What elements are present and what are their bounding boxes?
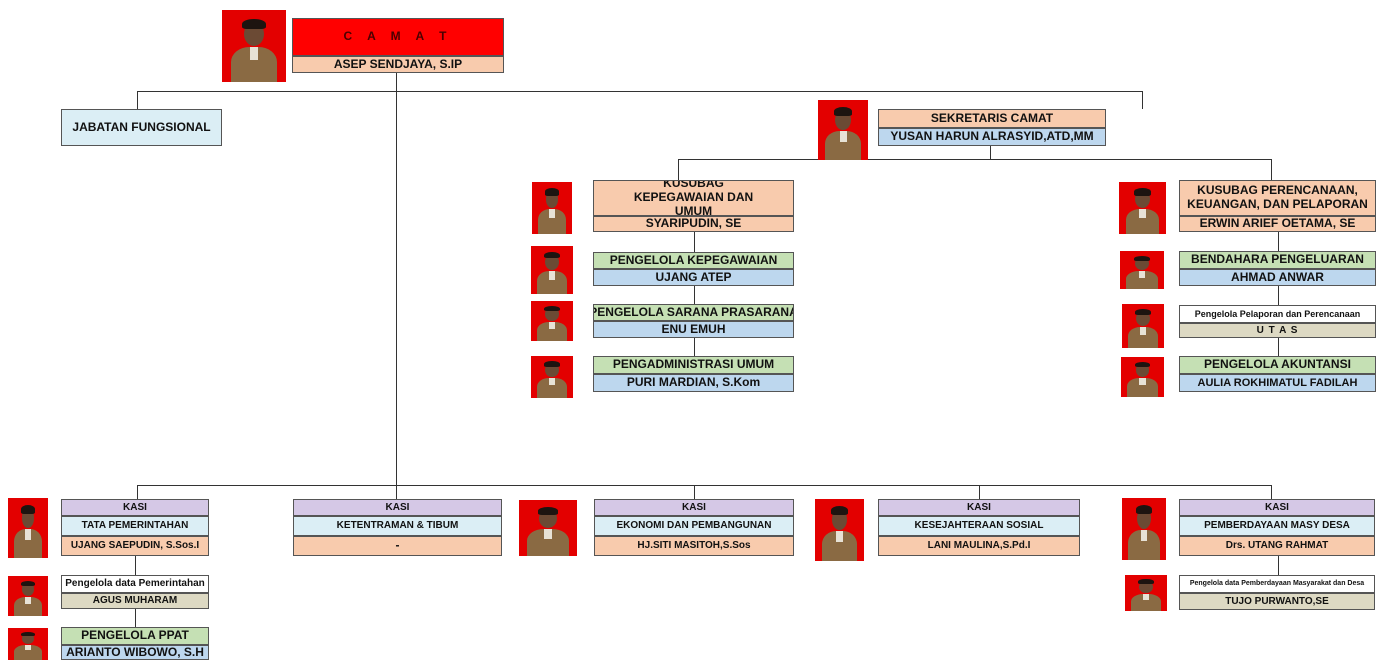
- sekcam-title: SEKRETARIS CAMAT: [878, 109, 1106, 128]
- renc-staff-name: AHMAD ANWAR: [1179, 269, 1376, 286]
- kasi-unit: PEMBERDAYAAN MASY DESA: [1179, 516, 1375, 536]
- kasi-unit: TATA PEMERINTAHAN: [61, 516, 209, 536]
- renc-title: KUSUBAG PERENCANAAN, KEUANGAN, DAN PELAP…: [1179, 180, 1376, 216]
- sekcam-name: YUSAN HARUN ALRASYID,ATD,MM: [878, 128, 1106, 146]
- kepeg-staff-title: PENGELOLA SARANA PRASARANA: [593, 304, 794, 321]
- connector-line: [137, 91, 1143, 92]
- renc-staff-title: PENGELOLA AKUNTANSI: [1179, 356, 1376, 374]
- connector-line: [678, 159, 679, 180]
- staff-photo: [531, 246, 573, 294]
- connector-line: [137, 485, 1272, 486]
- staff-photo: [8, 628, 48, 660]
- kasi-name: Drs. UTANG RAHMAT: [1179, 536, 1375, 556]
- kasi-head: KASI: [878, 499, 1080, 516]
- camat-title: C A M A T: [292, 18, 504, 56]
- renc-staff-title: BENDAHARA PENGELUARAN: [1179, 251, 1376, 269]
- kepeg-staff-title: PENGELOLA KEPEGAWAIAN: [593, 252, 794, 269]
- staff-photo: [531, 301, 573, 341]
- kepeg-photo: [532, 182, 572, 234]
- staff-photo: [8, 576, 48, 616]
- connector-line: [1278, 232, 1279, 251]
- connector-line: [1271, 485, 1272, 499]
- connector-line: [1278, 286, 1279, 305]
- kepeg-staff-name: PURI MARDIAN, S.Kom: [593, 374, 794, 392]
- kasi-photo: [8, 498, 48, 558]
- renc-staff-name: AULIA ROKHIMATUL FADILAH: [1179, 374, 1376, 392]
- pmd-staff-name: TUJO PURWANTO,SE: [1179, 593, 1375, 610]
- kasi-photo: [519, 500, 577, 556]
- pem-staff-name: AGUS MUHARAM: [61, 593, 209, 609]
- connector-line: [137, 485, 138, 499]
- staff-photo: [531, 356, 573, 398]
- kasi-photo: [1122, 498, 1166, 560]
- sekcam-photo: [818, 100, 868, 160]
- staff-photo: [1122, 304, 1164, 348]
- connector-line: [1278, 556, 1279, 575]
- camat-name: ASEP SENDJAYA, S.IP: [292, 56, 504, 73]
- kepeg-name: SYARIPUDIN, SE: [593, 216, 794, 232]
- jabatan-fungsional-box: JABATAN FUNGSIONAL: [61, 109, 222, 146]
- kasi-name: LANI MAULINA,S.Pd.I: [878, 536, 1080, 556]
- connector-line: [396, 485, 397, 499]
- camat-photo: [222, 10, 286, 82]
- connector-line: [137, 91, 138, 109]
- pem-staff-title: PENGELOLA PPAT: [61, 627, 209, 645]
- connector-line: [979, 485, 980, 499]
- kasi-name: UJANG SAEPUDIN, S.Sos.I: [61, 536, 209, 556]
- kepeg-staff-name: ENU EMUH: [593, 321, 794, 338]
- kepeg-staff-name: UJANG ATEP: [593, 269, 794, 286]
- renc-staff-name: U T A S: [1179, 323, 1376, 338]
- kasi-head: KASI: [1179, 499, 1375, 516]
- kasi-name: HJ.SITI MASITOH,S.Sos: [594, 536, 794, 556]
- connector-line: [1271, 159, 1272, 180]
- kasi-head: KASI: [61, 499, 209, 516]
- connector-line: [694, 485, 695, 499]
- connector-line: [1142, 91, 1143, 109]
- connector-line: [694, 338, 695, 356]
- staff-photo: [1120, 251, 1164, 289]
- connector-line: [135, 609, 136, 627]
- kasi-head: KASI: [594, 499, 794, 516]
- connector-line: [694, 286, 695, 304]
- connector-line: [396, 73, 397, 485]
- connector-line: [990, 146, 991, 159]
- connector-line: [135, 556, 136, 575]
- kepeg-title: KUSUBAG KEPEGAWAIAN DAN UMUM: [593, 180, 794, 216]
- kepeg-staff-title: PENGADMINISTRASI UMUM: [593, 356, 794, 374]
- connector-line: [1278, 338, 1279, 356]
- kasi-head: KASI: [293, 499, 502, 516]
- pem-staff-title: Pengelola data Pemerintahan: [61, 575, 209, 593]
- renc-photo: [1119, 182, 1166, 234]
- renc-name: ERWIN ARIEF OETAMA, SE: [1179, 216, 1376, 232]
- kasi-photo: [815, 499, 864, 561]
- kasi-name: -: [293, 536, 502, 556]
- kasi-unit: KETENTRAMAN & TIBUM: [293, 516, 502, 536]
- kasi-unit: KESEJAHTERAAN SOSIAL: [878, 516, 1080, 536]
- staff-photo: [1121, 357, 1164, 397]
- renc-staff-title: Pengelola Pelaporan dan Perencanaan: [1179, 305, 1376, 323]
- pem-staff-name: ARIANTO WIBOWO, S.H: [61, 645, 209, 660]
- connector-line: [678, 159, 1272, 160]
- staff-photo: [1125, 575, 1167, 611]
- connector-line: [694, 232, 695, 252]
- kasi-unit: EKONOMI DAN PEMBANGUNAN: [594, 516, 794, 536]
- pmd-staff-title: Pengelola data Pemberdayaan Masyarakat d…: [1179, 575, 1375, 593]
